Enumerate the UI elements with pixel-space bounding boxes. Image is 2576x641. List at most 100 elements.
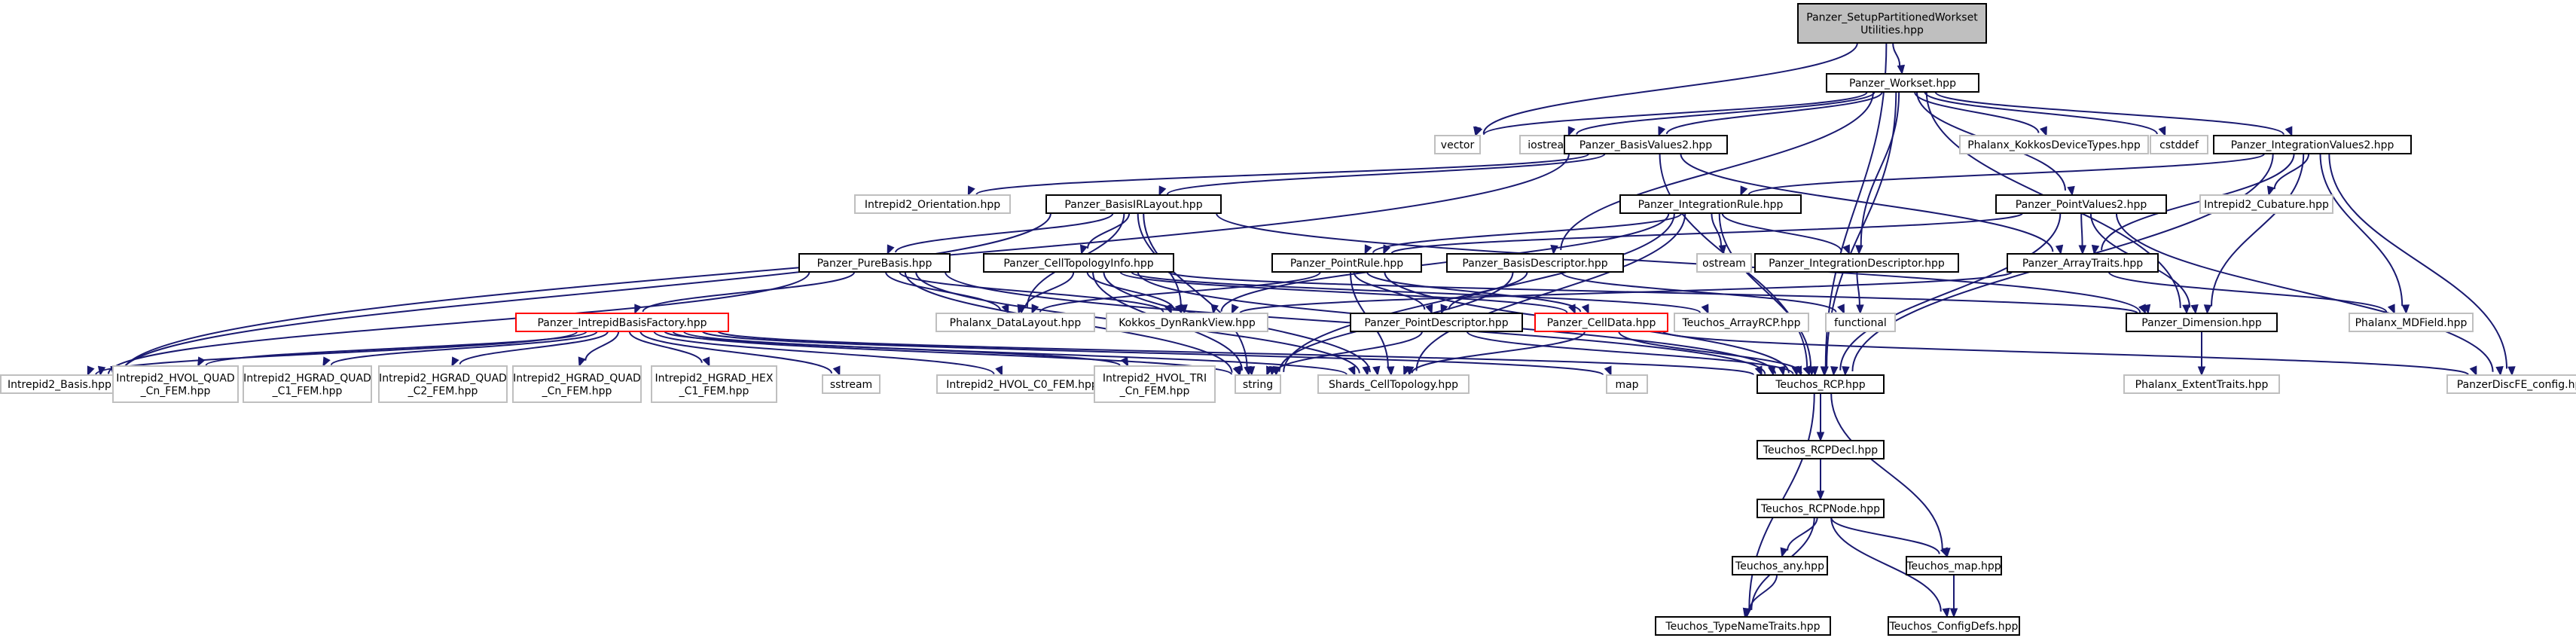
node-box <box>1619 194 1802 214</box>
node-atraits[interactable]: Panzer_ArrayTraits.hpp <box>2007 253 2159 273</box>
node-box <box>2213 135 2412 154</box>
node-box <box>1106 313 1268 332</box>
edge-atraits-to-mdfield <box>2107 271 2395 315</box>
edge-line <box>107 271 810 374</box>
node-label: ostream <box>1702 258 1746 270</box>
edge-pdesc-to-trcp <box>1466 331 1802 377</box>
node-cstddef: cstddef <box>2150 135 2208 154</box>
node-iv2[interactable]: Panzer_IntegrationValues2.hpp <box>2213 135 2412 154</box>
arrowhead-icon <box>2182 304 2190 315</box>
edge-line <box>205 331 588 366</box>
node-tany[interactable]: Teuchos_any.hpp <box>1732 556 1828 575</box>
edge-line <box>1024 271 1075 309</box>
node-bdesc[interactable]: Panzer_BasisDescriptor.hpp <box>1446 253 1624 273</box>
edge-line <box>1721 212 1842 252</box>
edge-line <box>1680 153 2054 252</box>
arrowhead-icon <box>1232 365 1241 377</box>
node-tcfg[interactable]: Teuchos_ConfigDefs.hpp <box>1888 616 2020 636</box>
node-birl[interactable]: Panzer_BasisIRLayout.hpp <box>1045 194 1222 214</box>
node-pdesc[interactable]: Panzer_PointDescriptor.hpp <box>1350 313 1523 332</box>
node-box <box>798 253 951 273</box>
node-label: Teuchos_ArrayRCP.hpp <box>1682 317 1801 329</box>
edge-line <box>121 212 1051 374</box>
node-purebasis[interactable]: Panzer_PureBasis.hpp <box>798 253 951 273</box>
node-idesc[interactable]: Panzer_IntegrationDescriptor.hpp <box>1754 253 1959 273</box>
node-trcp[interactable]: Teuchos_RCP.hpp <box>1757 374 1885 394</box>
node-label: Phalanx_MDField.hpp <box>2355 317 2468 329</box>
edge-line <box>1711 212 1723 246</box>
node-box <box>1995 194 2167 214</box>
arrowhead-icon <box>1718 245 1727 255</box>
node-box <box>2349 313 2474 332</box>
edge-line <box>1087 212 1131 249</box>
node-ibasis: Intrepid2_Basis.hpp <box>0 374 119 394</box>
edge-trcp-to-tmap <box>1830 392 1951 558</box>
edge-tany-to-ttnt <box>1742 574 1778 618</box>
node-ctopo[interactable]: Panzer_CellTopologyInfo.hpp <box>983 253 1174 273</box>
edge-irule-to-ostream <box>1711 212 1727 255</box>
edge-line <box>682 331 1348 376</box>
arrowhead-icon <box>1475 126 1483 137</box>
node-celldata[interactable]: Panzer_CellData.hpp <box>1534 313 1668 332</box>
arrowhead-icon <box>832 365 841 377</box>
arrowhead-icon <box>2055 244 2064 255</box>
node-rcpnode[interactable]: Teuchos_RCPNode.hpp <box>1757 499 1885 518</box>
node-label: Teuchos_RCPNode.hpp <box>1760 503 1880 515</box>
node-label: Panzer_SetupPartitionedWorkset <box>1806 12 1978 24</box>
edge-ibf-to-shards <box>682 331 1356 377</box>
node-dim[interactable]: Panzer_Dimension.hpp <box>2126 313 2278 332</box>
edge-line <box>2328 153 2508 369</box>
node-label: Panzer_Dimension.hpp <box>2141 317 2262 329</box>
arrowhead-icon <box>1842 366 1850 377</box>
node-rcpdecl[interactable]: Teuchos_RCPDecl.hpp <box>1757 440 1885 459</box>
arrowhead-icon <box>1740 185 1748 197</box>
edge-iv2-to-dim <box>2203 153 2305 315</box>
edge-rcpnode-to-tany <box>1780 517 1818 558</box>
node-workset[interactable]: Panzer_Workset.hpp <box>1826 73 1979 93</box>
node-label: Panzer_PointValues2.hpp <box>2016 199 2147 211</box>
edge-ibf-to-hvolq <box>197 331 588 368</box>
node-tmap[interactable]: Teuchos_map.hpp <box>1906 556 2002 575</box>
edge-workset-to-kokkosdev <box>1914 91 2047 137</box>
edge-bdesc-to-functional <box>1560 271 1845 315</box>
edge-line <box>1466 331 1794 375</box>
edge-prule-to-phdl <box>1031 271 1321 315</box>
edge-line <box>1448 271 1528 310</box>
edge-dim-to-extent <box>2197 331 2206 377</box>
arrowhead-icon <box>1362 365 1370 377</box>
arrowhead-icon <box>578 356 586 368</box>
node-box <box>243 365 372 403</box>
arrowhead-icon <box>702 356 710 368</box>
edge-ibf-to-hghex <box>628 331 710 368</box>
node-irule[interactable]: Panzer_IntegrationRule.hpp <box>1619 194 1802 214</box>
edge-line <box>1166 153 1606 195</box>
node-pv2[interactable]: Panzer_PointValues2.hpp <box>1995 194 2167 214</box>
edge-pv2-to-atraits <box>2078 212 2087 255</box>
arrowhead-icon <box>1897 64 1906 75</box>
node-label: Intrepid2_HVOL_QUAD <box>116 373 234 385</box>
edge-purebasis-to-phdl <box>884 271 1009 315</box>
edge-line <box>1560 91 1874 251</box>
node-box <box>1094 365 1216 403</box>
node-label: Panzer_IntegrationDescriptor.hpp <box>1769 258 1945 270</box>
edge-bv2-to-atraits <box>1680 153 2064 255</box>
arrowhead-icon <box>1816 490 1825 501</box>
node-sstream: sstream <box>822 374 881 394</box>
arrowhead-icon <box>2197 366 2206 377</box>
node-prule[interactable]: Panzer_PointRule.hpp <box>1271 253 1422 273</box>
node-box <box>1434 135 1481 154</box>
node-ttnt[interactable]: Teuchos_TypeNameTraits.hpp <box>1655 616 1831 636</box>
arrowhead-icon <box>634 304 642 315</box>
edge-line <box>1576 91 1876 135</box>
node-map: map <box>1606 374 1648 394</box>
node-ibf[interactable]: Panzer_IntrepidBasisFactory.hpp <box>515 313 729 332</box>
node-box <box>1906 556 2002 575</box>
edge-bv2-to-orient <box>967 153 1590 197</box>
edge-workset-to-idesc <box>1855 91 1900 255</box>
node-bv2[interactable]: Panzer_BasisValues2.hpp <box>1564 135 1728 154</box>
arrowhead-icon <box>451 356 459 368</box>
arrowhead-icon <box>1348 365 1356 377</box>
node-label: Panzer_PureBasis.hpp <box>817 258 932 270</box>
node-label: _C1_FEM.hpp <box>679 386 749 398</box>
node-box <box>651 365 777 403</box>
